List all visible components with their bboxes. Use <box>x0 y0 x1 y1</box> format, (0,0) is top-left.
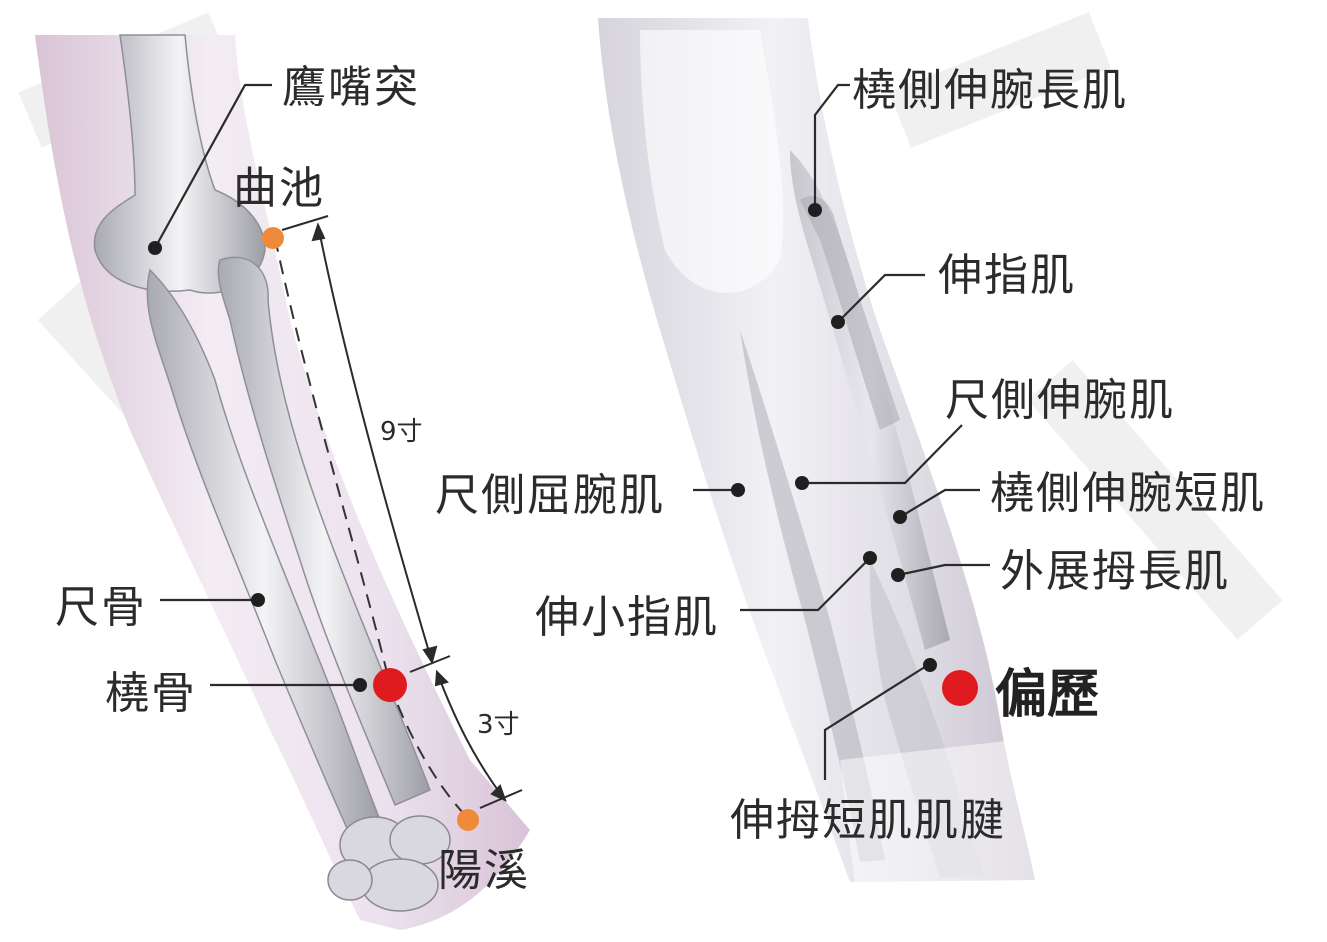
ed-label: 伸指肌 <box>938 250 1076 301</box>
radius-label: 橈骨 <box>105 668 197 719</box>
elbow-highlight <box>640 30 784 293</box>
edm-label: 伸小指肌 <box>535 592 719 643</box>
humerus-bone <box>93 34 266 294</box>
distance-3-label: 3寸 <box>477 710 520 740</box>
ecu-label: 尺側伸腕肌 <box>945 375 1175 426</box>
radius-bone <box>217 256 431 806</box>
right-leader-lines <box>693 83 990 780</box>
ecrl-label: 橈側伸腕長肌 <box>852 65 1128 116</box>
left-leader-lines <box>148 83 367 692</box>
pianli-acupoint <box>942 670 978 706</box>
ecrb-label: 橈側伸腕短肌 <box>990 468 1266 519</box>
left-pianli-acupoint <box>373 668 407 702</box>
yangxi-acupoint <box>457 809 479 831</box>
distance-9-label: 9寸 <box>380 417 423 447</box>
ulna-label: 尺骨 <box>55 582 147 633</box>
quchi-acupoint <box>262 227 284 249</box>
distance-brackets <box>281 215 523 809</box>
pianli-label: 偏歷 <box>995 665 1099 725</box>
left-arm-illustration <box>35 34 530 930</box>
wrist-fade <box>840 740 1040 885</box>
epb-tendon-label: 伸拇短肌肌腱 <box>730 795 1006 846</box>
olecranon-label: 鷹嘴突 <box>282 62 420 113</box>
muscle-band-2 <box>800 196 900 430</box>
right-arm-illustration <box>598 18 1040 885</box>
yangxi-label: 陽溪 <box>438 845 530 896</box>
wrist-bones <box>327 815 451 912</box>
meridian-dashed-path <box>274 237 469 819</box>
muscle-band-3 <box>740 330 885 862</box>
fcu-label: 尺側屈腕肌 <box>435 470 665 521</box>
apl-label: 外展拇長肌 <box>1000 546 1230 597</box>
quchi-label: 曲池 <box>233 163 325 214</box>
muscle-band-1 <box>790 150 950 650</box>
